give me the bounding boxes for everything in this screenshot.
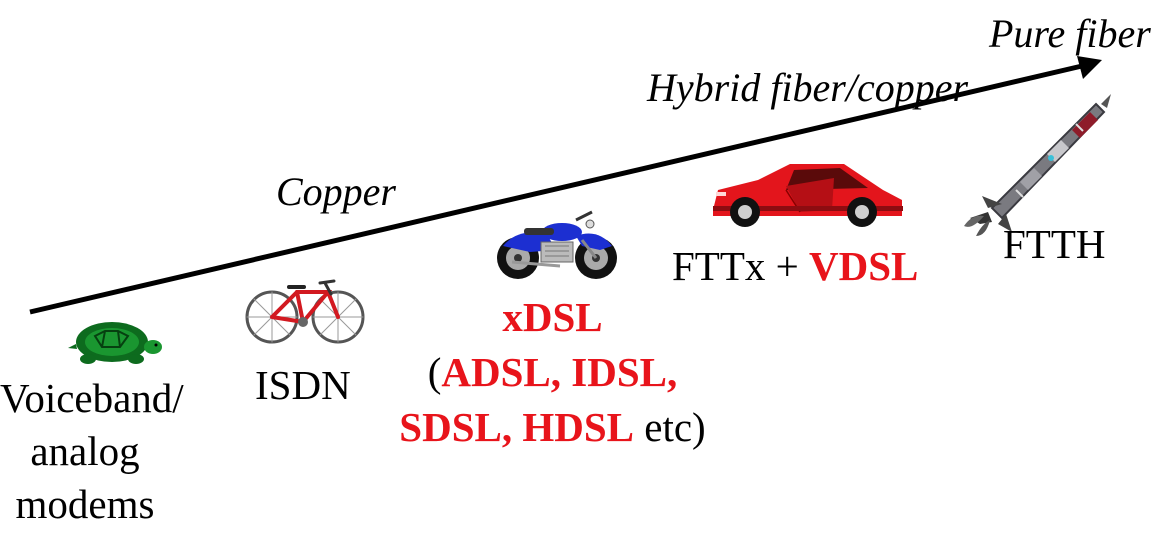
tech-label-fttx: FTTx + VDSL: [672, 243, 918, 289]
xdsl-variants-2: SDSL, HDSL: [399, 404, 634, 450]
tech-label-isdn: ISDN: [255, 362, 351, 408]
motorcycle-icon: [497, 210, 617, 279]
voiceband-line-2: analog: [30, 428, 140, 474]
tech-label-voiceband: Voiceband/ analog modems: [0, 372, 184, 531]
tech-label-ftth: FTTH: [1003, 221, 1106, 267]
xdsl-variants-1: ADSL, IDSL,: [441, 349, 678, 395]
tier-label-pure-fiber: Pure fiber: [989, 11, 1151, 56]
trend-arrow: [29, 56, 1102, 315]
xdsl-name: xDSL: [502, 294, 603, 340]
tech-label-xdsl: xDSL (ADSL, IDSL, SDSL, HDSL etc): [395, 290, 710, 455]
voiceband-line-1: Voiceband/: [0, 375, 184, 421]
sports-car-icon: [713, 164, 903, 227]
tier-label-hybrid: Hybrid fiber/copper: [647, 65, 969, 110]
fttx-prefix: FTTx +: [672, 243, 810, 289]
voiceband-line-3: modems: [15, 481, 155, 527]
turtle-icon: [68, 322, 162, 364]
xdsl-open-paren: (: [427, 349, 442, 395]
rocket-icon: [964, 94, 1111, 236]
bicycle-icon: [245, 279, 365, 344]
xdsl-etc: etc): [634, 404, 706, 450]
fttx-vdsl: VDSL: [809, 243, 919, 289]
tier-label-copper: Copper: [276, 169, 396, 214]
